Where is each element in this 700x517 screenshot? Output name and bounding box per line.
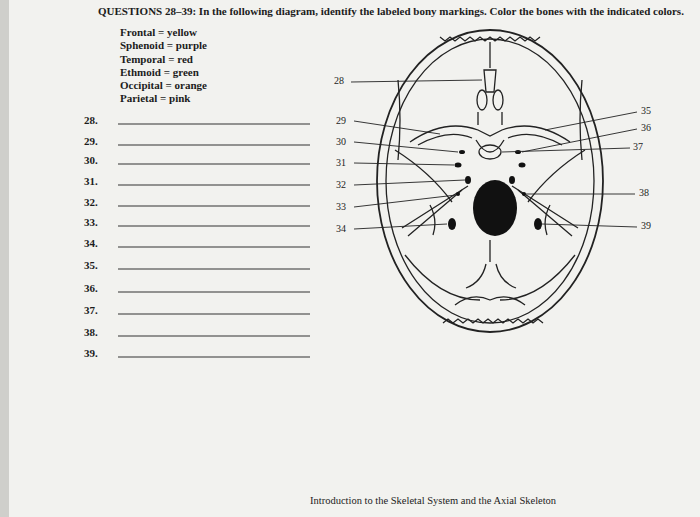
callout-number: 39 <box>641 220 651 232</box>
question-number: 32. <box>84 196 98 209</box>
page-edge <box>0 0 9 517</box>
question-number: 31. <box>84 175 98 188</box>
color-key: Sphenoid = purple <box>120 39 207 52</box>
color-key: Frontal = yellow <box>120 26 197 39</box>
callout-number: 34 <box>336 223 346 235</box>
callout-number: 31 <box>336 157 346 169</box>
callout-number: 32 <box>336 179 346 191</box>
question-number: 38. <box>84 326 98 339</box>
question-number: 30. <box>84 154 98 167</box>
callout-number: 35 <box>641 105 651 117</box>
question-number: 39. <box>84 347 98 360</box>
question-number: 36. <box>84 282 98 295</box>
page-footer: Introduction to the Skeletal System and … <box>310 495 556 507</box>
question-number: 28. <box>84 114 98 127</box>
question-number: 34. <box>84 237 98 250</box>
skull-drawing <box>377 30 603 332</box>
foramina <box>448 150 542 236</box>
question-number: 33. <box>84 216 98 229</box>
color-key: Occipital = orange <box>120 79 207 92</box>
question-number: 35. <box>84 259 98 272</box>
color-key: Temporal = red <box>120 53 193 66</box>
question-number: 37. <box>84 304 98 317</box>
callout-number: 29 <box>336 115 346 127</box>
callout-number: 28 <box>334 75 344 87</box>
callout-number: 38 <box>639 187 649 199</box>
color-key: Ethmoid = green <box>120 66 199 79</box>
leader-lines <box>351 80 637 229</box>
callout-number: 30 <box>336 136 346 148</box>
callout-number: 37 <box>633 141 643 153</box>
question-number: 29. <box>84 135 98 148</box>
callout-number: 36 <box>641 122 651 134</box>
callout-number: 33 <box>336 201 346 213</box>
answer-lines <box>118 124 310 357</box>
question-heading: QUESTIONS 28–39: In the following diagra… <box>98 5 696 18</box>
color-key: Parietal = pink <box>120 92 190 105</box>
